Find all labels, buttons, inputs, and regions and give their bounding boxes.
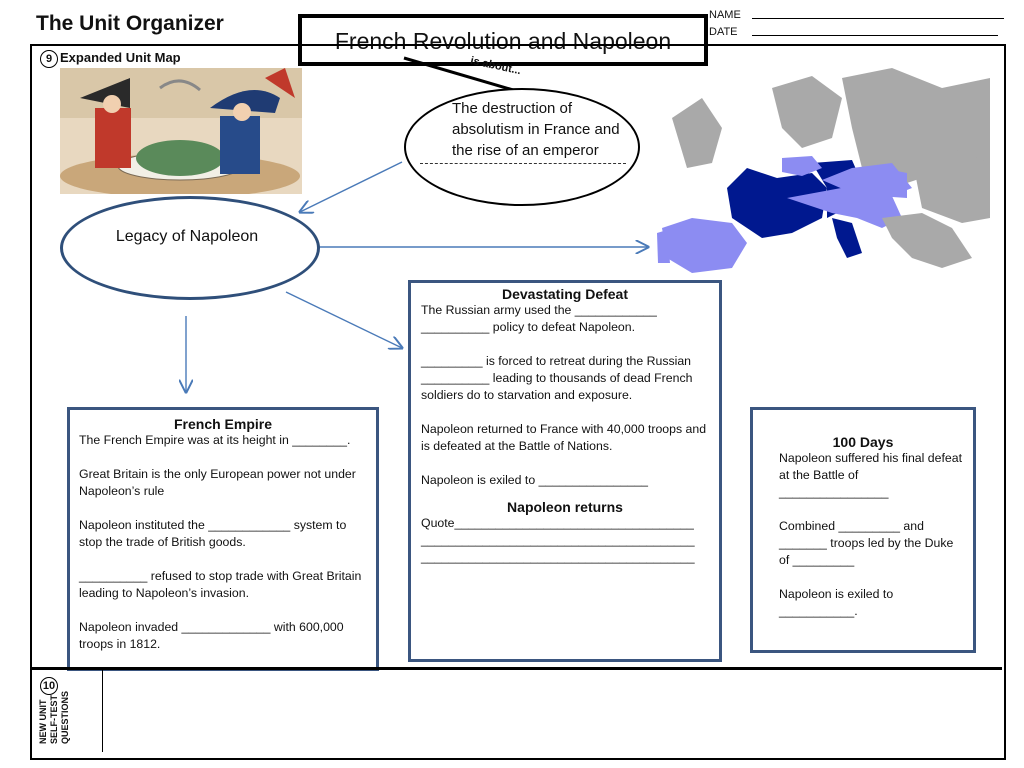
napoleonic-europe-map (652, 68, 990, 282)
days-paragraph-3: Napoleon is exiled to ___________. (779, 587, 894, 618)
about-oval (404, 88, 640, 206)
organizer-title: The Unit Organizer (36, 12, 224, 35)
empire-paragraph-3: Napoleon instituted the ____________ sys… (79, 518, 347, 549)
section-title-expanded-map: Expanded Unit Map (60, 50, 181, 65)
empire-paragraph-4: __________ refused to stop trade with Gr… (79, 569, 362, 600)
about-connector-line (403, 56, 521, 94)
about-text: The destruction of absolutism in France … (452, 100, 620, 159)
about-dashed-line (420, 163, 626, 164)
quote-line-2: ________________________________________ (421, 533, 695, 547)
quote-label: Quote (421, 516, 455, 530)
defeat-title: Devastating Defeat (501, 286, 629, 302)
arrow-legacy-to-defeat (285, 291, 402, 348)
section-number-9: 9 (40, 50, 58, 68)
legacy-label: Legacy of Napoleon (115, 228, 259, 245)
french-empire-box: French Empire The French Empire was at i… (67, 407, 379, 671)
defeat-paragraph-2: _________ is forced to retreat during th… (421, 354, 693, 402)
days-paragraph-2: Combined _________ and _______ troops le… (779, 519, 954, 567)
name-label: NAME (709, 9, 741, 21)
section-number-10: 10 (40, 677, 58, 695)
defeat-paragraph-4: Napoleon is exiled to ________________ (421, 473, 649, 487)
hundred-days-title: 100 Days (832, 434, 894, 450)
empire-title: French Empire (173, 416, 273, 432)
empire-paragraph-2: Great Britain is the only European power… (79, 467, 356, 498)
unit-title-box: French Revolution and Napoleon (298, 14, 708, 66)
self-test-label: NEW UNIT SELF-TEST QUESTIONS (38, 690, 70, 744)
defeat-paragraph-3: Napoleon returned to France with 40,000 … (421, 422, 707, 453)
empire-paragraph-5: Napoleon invaded _____________ with 600,… (79, 620, 344, 651)
self-test-answer-area[interactable] (104, 672, 1000, 754)
arrow-about-to-legacy (300, 161, 403, 212)
devastating-defeat-box: Devastating Defeat The Russian army used… (408, 280, 722, 662)
date-label: DATE (709, 26, 738, 38)
legacy-oval (60, 196, 320, 300)
defeat-paragraph-1: The Russian army used the ____________ _… (421, 303, 657, 334)
napoleon-returns-title: Napoleon returns (507, 499, 623, 515)
empire-paragraph-1: The French Empire was at its height in _… (79, 433, 351, 447)
days-paragraph-1: Napoleon suffered his final defeat at th… (779, 451, 962, 499)
name-line[interactable] (752, 18, 1004, 19)
self-test-column-divider (102, 670, 103, 752)
quote-line-3: ________________________________________ (421, 550, 695, 564)
organizer-frame (30, 44, 1006, 760)
date-line[interactable] (752, 35, 998, 36)
unit-title: French Revolution and Napoleon (334, 28, 672, 54)
section-divider (30, 667, 1002, 670)
quote-line-1: ___________________________________ (454, 516, 694, 530)
political-cartoon-image (60, 68, 302, 194)
hundred-days-box: 100 Days Napoleon suffered his final def… (750, 407, 976, 653)
